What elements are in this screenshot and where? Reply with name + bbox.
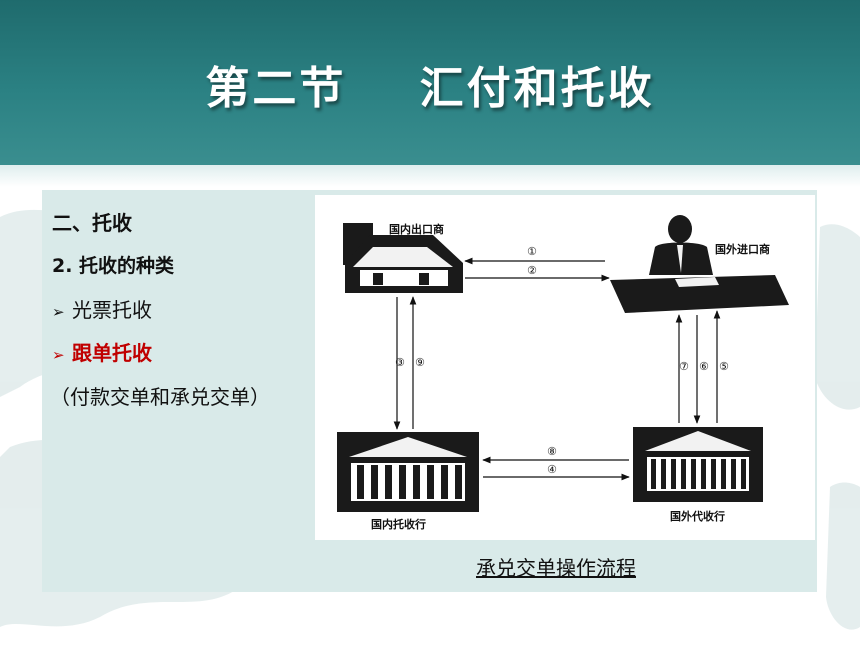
- title-banner: [0, 0, 860, 165]
- step-1-label: ①: [527, 245, 537, 258]
- collection-flow-diagram: 国内出口商 国外进口商 国内托收行 国外代收行: [315, 195, 815, 540]
- bullet-text: 光票托收: [72, 298, 152, 322]
- exporter-warehouse-icon: [343, 223, 463, 293]
- banner-shadow: [0, 165, 860, 187]
- section-heading: 二、托收: [52, 211, 132, 235]
- step-5-label: ⑤: [719, 360, 729, 373]
- diagram-caption: 承兑交单操作流程: [476, 556, 636, 580]
- step-3-label: ③: [395, 356, 405, 369]
- slide-title: 第二节 汇付和托收: [205, 63, 655, 114]
- bullet-clean-collection: ➢ 光票托收: [52, 294, 152, 323]
- step-9-label: ⑨: [415, 356, 425, 369]
- importer-person-icon: [610, 215, 789, 313]
- step-4-label: ④: [547, 463, 557, 476]
- domestic-bank-icon: [337, 432, 479, 512]
- step-6-label: ⑥: [699, 360, 709, 373]
- step-7-label: ⑦: [679, 360, 689, 373]
- importer-label: 国外进口商: [715, 242, 770, 256]
- subsection-heading: 2. 托收的种类: [52, 255, 175, 277]
- bullet-arrow-icon: ➢: [52, 346, 65, 364]
- exporter-label: 国内出口商: [389, 222, 444, 236]
- bullet-text: 跟单托收: [72, 341, 152, 365]
- foreign-bank-label: 国外代收行: [670, 509, 725, 523]
- step-8-label: ⑧: [547, 445, 557, 458]
- bullet-arrow-icon: ➢: [52, 303, 65, 321]
- foreign-bank-icon: [633, 427, 763, 502]
- collection-note: （付款交单和承兑交单）: [50, 385, 270, 409]
- domestic-bank-label: 国内托收行: [371, 517, 426, 531]
- bullet-documentary-collection: ➢ 跟单托收: [52, 337, 152, 366]
- step-2-label: ②: [527, 264, 537, 277]
